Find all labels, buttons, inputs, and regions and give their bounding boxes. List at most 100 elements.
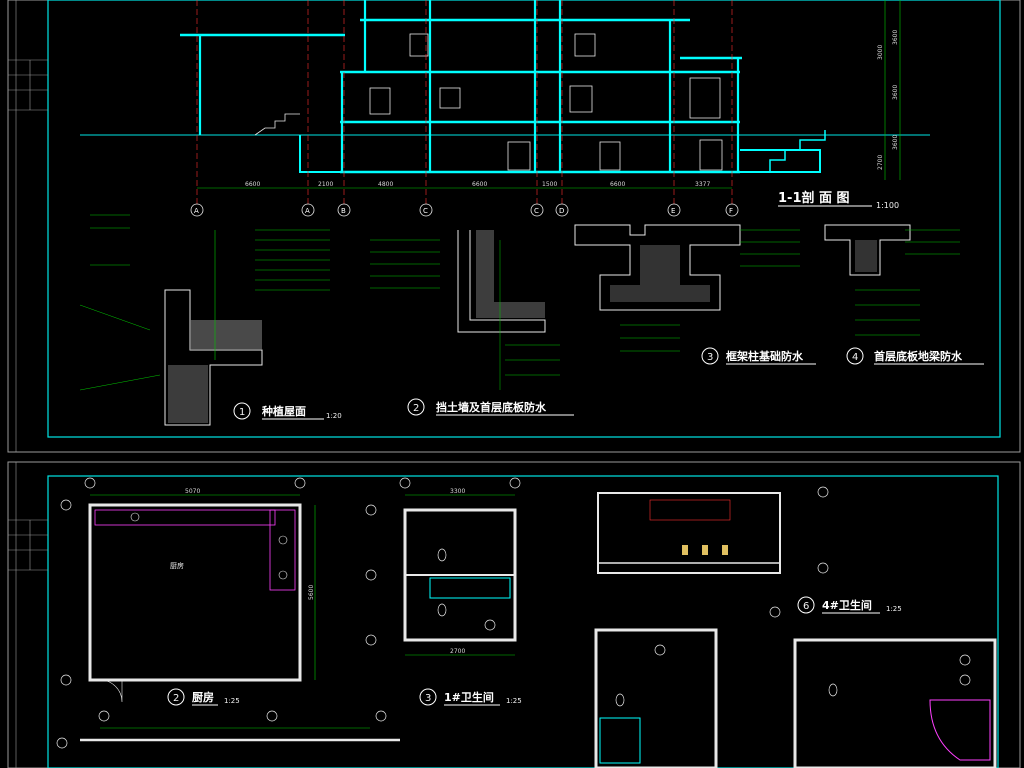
bath1-grid-bubble	[399, 477, 411, 489]
bath-plan-c-toilet	[828, 683, 838, 697]
bath1-title-num: 3	[425, 693, 431, 704]
kitchen-title-num: 2	[173, 693, 179, 704]
bath1-top-dim: 3300	[450, 488, 465, 495]
detail-1-leaders	[79, 214, 330, 391]
detail-4-hatch	[855, 240, 877, 272]
kitchen-title-bubble	[167, 688, 185, 706]
bath1-toilet-2	[437, 603, 447, 617]
bath1-width-dim: 2700	[450, 648, 465, 655]
detail-3-column-footing: 3 框架柱基础防水	[574, 224, 816, 365]
grid-label: F	[729, 207, 733, 215]
detail-2-bubble	[407, 398, 425, 416]
kitchen-door	[99, 679, 123, 703]
detail-3-bubble	[701, 347, 719, 365]
grid-label: E	[671, 207, 675, 215]
kitchen-room-label: 厨房	[170, 561, 184, 570]
elev-dim: 3600	[892, 135, 899, 150]
bath-plan-c	[793, 638, 997, 768]
bath-plan-b	[594, 628, 718, 768]
kitchen-sink	[130, 512, 140, 522]
kitchen-counter-top	[94, 509, 276, 526]
section-title: 1-1剖 面 图	[778, 190, 850, 206]
section-scale: 1:100	[876, 201, 899, 210]
detail-4-ground-beam: 4 首层底板地梁防水	[824, 224, 984, 365]
bath4-plan: 6 4#卫生间 1:25	[594, 486, 997, 768]
bottom-title-strip	[8, 462, 48, 768]
detail-3-leaders	[620, 229, 800, 352]
grid-bubble	[667, 203, 681, 217]
grid-label: C	[423, 207, 428, 215]
bath1-title: 1#卫生间	[444, 690, 494, 704]
grid-label: B	[341, 207, 346, 215]
top-sheet-inner-frame	[47, 0, 1001, 438]
partial-plan-bubble	[98, 710, 110, 722]
section-grid-bubbles	[190, 203, 739, 217]
grid-bubble	[301, 203, 315, 217]
bath4-fixture	[702, 545, 708, 555]
bath-plan-c-corner-tub	[929, 699, 991, 761]
grid-bubble	[725, 203, 739, 217]
right-stairs	[769, 130, 826, 172]
grid-bubble	[530, 203, 544, 217]
detail-1-wall	[164, 289, 263, 426]
kitchen-scale: 1:25	[224, 697, 240, 705]
bath4-fixture	[722, 545, 728, 555]
span-dim-labels: 6600 2100 4800 6600 1500 6600 3377	[245, 181, 710, 188]
bath-plan-b-toilet	[615, 693, 625, 707]
span-dim-7: 3377	[695, 181, 710, 188]
grid-bubble	[337, 203, 351, 217]
span-dim-4: 6600	[472, 181, 487, 188]
detail-1-num: 1	[239, 407, 245, 418]
detail-1-column	[168, 365, 208, 423]
bath-plan-b-tub	[599, 717, 641, 764]
section-grid-labels: A A B C C D E F	[194, 207, 733, 215]
bath4-fixture	[682, 545, 688, 555]
section-grid-lines	[196, 0, 733, 205]
kitchen-title: 厨房	[192, 690, 214, 704]
grid-label: D	[559, 207, 564, 215]
kitchen-width: 5070	[185, 488, 200, 495]
detail-3-hatch	[610, 245, 710, 302]
section-windows	[369, 33, 723, 171]
bath1-toilet	[437, 548, 447, 562]
span-dim-3: 4800	[378, 181, 393, 188]
detail-1-scale: 1:20	[326, 412, 342, 420]
partial-plan-bubble	[375, 710, 387, 722]
bath4-grid-bubble	[817, 486, 829, 498]
grid-bubble	[419, 203, 433, 217]
bath1-grid-bubble	[365, 504, 377, 516]
span-dim-5: 1500	[542, 181, 557, 188]
kitchen-stove	[278, 535, 288, 545]
grid-bubble	[190, 203, 204, 217]
detail-2-title: 挡土墙及首层底板防水	[436, 400, 547, 414]
building-section: 6600 2100 4800 6600 1500 6600 3377 A	[180, 0, 901, 217]
partial-plan-bubble	[56, 737, 68, 749]
detail-1-bubble	[233, 402, 251, 420]
detail-3-num: 3	[707, 352, 713, 363]
kitchen-grid-bubble	[294, 477, 306, 489]
bath1-grid-bubble	[509, 477, 521, 489]
bottom-sheet-inner-frame	[47, 475, 999, 768]
grid-label: C	[534, 207, 539, 215]
kitchen-walls	[88, 503, 302, 682]
kitchen-grid-bubble	[60, 674, 72, 686]
elev-dim: 2700	[877, 155, 884, 170]
bath4-title: 4#卫生间	[822, 598, 872, 612]
detail-4-title: 首层底板地梁防水	[874, 349, 963, 363]
elev-dim-labels: 3600 3600 3600 3000 2700	[877, 30, 899, 170]
bath-plan-c-basin	[959, 654, 971, 666]
detail-2-wall	[457, 230, 546, 333]
elev-dim: 3600	[892, 85, 899, 100]
detail-2-retaining-wall: 2 挡土墙及首层底板防水	[370, 230, 574, 416]
grid-label: A	[305, 207, 310, 215]
bath4-fixtures	[682, 545, 728, 555]
detail-1-hatch	[190, 320, 262, 350]
detail-4-leaders	[855, 229, 960, 336]
bath-plan-c-basin-2	[959, 674, 971, 686]
detail-2-slab	[494, 302, 545, 318]
detail-1-title: 种植屋面	[261, 404, 306, 418]
bath1-scale: 1:25	[506, 697, 522, 705]
bath4-elevation	[597, 492, 781, 574]
grid-bubble	[555, 203, 569, 217]
